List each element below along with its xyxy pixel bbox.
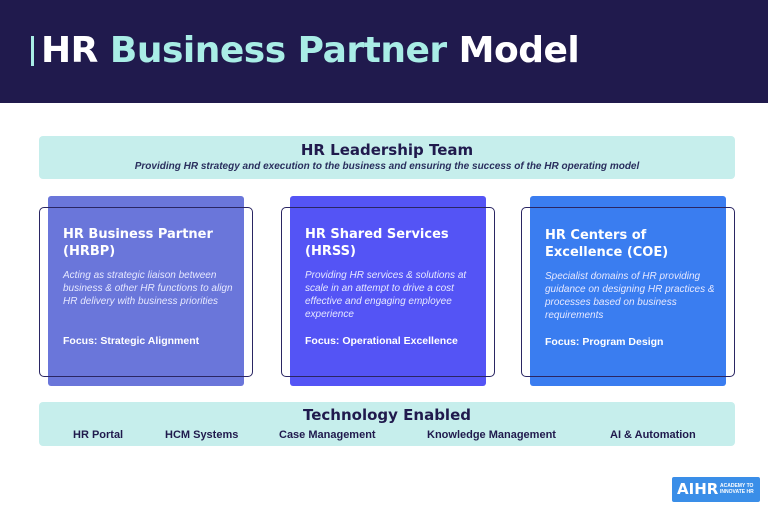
tech-item-case-management: Case Management xyxy=(279,429,376,441)
page-title: HR Business Partner Model xyxy=(41,27,580,75)
card-description: Providing HR services & solutions at sca… xyxy=(305,270,467,320)
card-hrbp: HR Business Partner (HRBP) Acting as str… xyxy=(48,196,244,386)
logo-tagline: ACADEMY TO INNOVATE HR xyxy=(720,483,754,495)
technology-band: Technology Enabled HR Portal HCM Systems… xyxy=(39,402,735,446)
card-hrss: HR Shared Services (HRSS) Providing HR s… xyxy=(290,196,486,386)
leadership-title: HR Leadership Team xyxy=(300,141,474,159)
card-title: HR Shared Services (HRSS) xyxy=(305,227,449,259)
card-coe: HR Centers of Excellence (COE) Specialis… xyxy=(530,196,726,386)
card-outline-coe xyxy=(521,207,735,377)
leadership-team-band: HR Leadership Team Providing HR strategy… xyxy=(39,136,735,179)
title-accent-text: Business Partner xyxy=(109,30,447,71)
card-focus: Focus: Strategic Alignment xyxy=(63,335,200,347)
tech-item-hr-portal: HR Portal xyxy=(73,429,124,441)
leadership-subtitle: Providing HR strategy and execution to t… xyxy=(134,161,640,172)
card-title: HR Centers of Excellence (COE) xyxy=(545,228,669,260)
aihr-logo: AIHR ACADEMY TO INNOVATE HR xyxy=(672,477,760,502)
card-focus: Focus: Operational Excellence xyxy=(305,335,458,347)
logo-wordmark: AIHR xyxy=(677,480,719,498)
title-part-2: Model xyxy=(446,30,580,71)
tech-item-hcm-systems: HCM Systems xyxy=(165,429,239,441)
card-outline-hrss xyxy=(281,207,495,377)
card-focus: Focus: Program Design xyxy=(545,336,664,348)
title-accent-bar xyxy=(31,36,34,66)
header-banner: HR Business Partner Model xyxy=(0,0,768,103)
tech-item-ai-automation: AI & Automation xyxy=(610,429,696,441)
tech-item-knowledge-management: Knowledge Management xyxy=(427,429,556,441)
card-outline-hrbp xyxy=(39,207,253,377)
card-description: Acting as strategic liaison between busi… xyxy=(63,270,233,307)
card-title: HR Business Partner (HRBP) xyxy=(63,227,213,259)
title-part-1: HR xyxy=(41,30,110,71)
card-description: Specialist domains of HR providing guida… xyxy=(545,271,715,321)
technology-title: Technology Enabled xyxy=(303,406,471,424)
